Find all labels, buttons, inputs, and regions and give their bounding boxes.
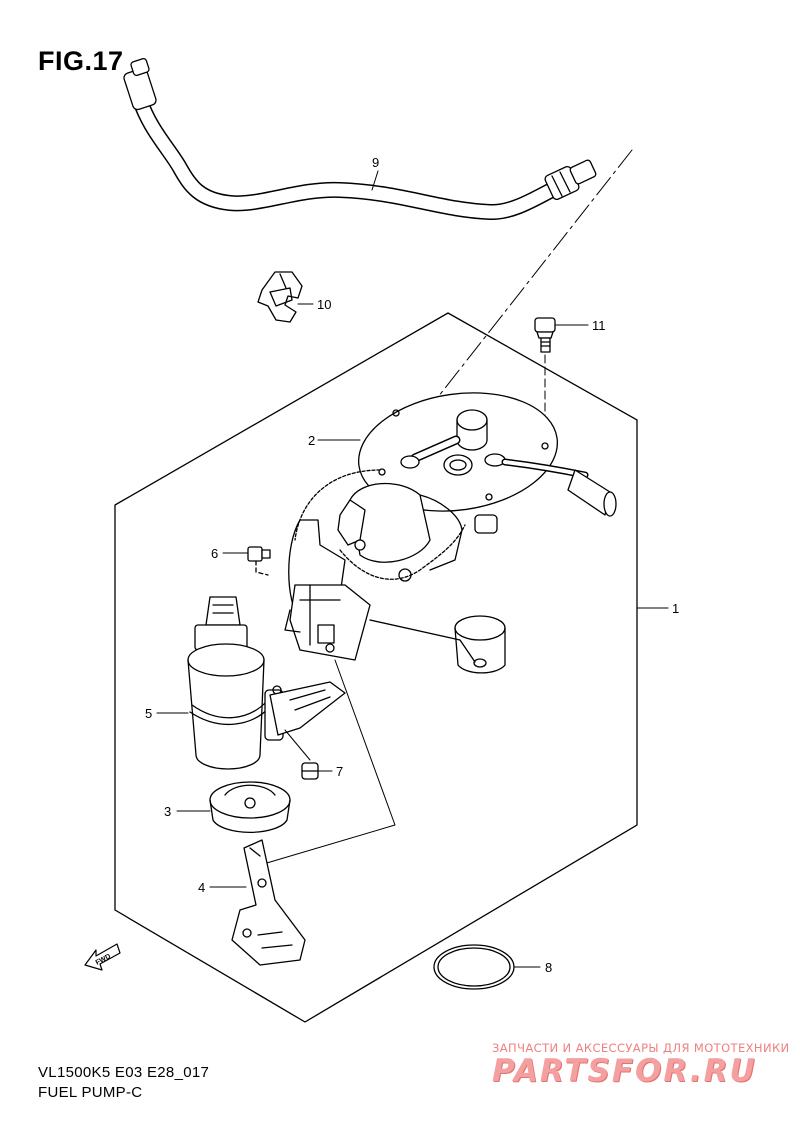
screw-7 xyxy=(301,762,319,780)
pump-strainer-plate xyxy=(269,681,346,736)
flange-screw xyxy=(534,317,556,431)
callout-leaders xyxy=(156,170,669,968)
callout-6: 6 xyxy=(211,546,218,561)
watermark-logo: PARTSFOR.RU xyxy=(492,1053,757,1089)
leader-bracket xyxy=(259,659,396,866)
callout-9: 9 xyxy=(372,155,379,170)
fuel-pump-motor xyxy=(187,596,284,770)
assembly-frame xyxy=(114,312,638,1023)
section-name: FUEL PUMP-C xyxy=(38,1084,143,1101)
watermark-tagline: ЗАПЧАСТИ И АКСЕССУАРЫ ДЛЯ МОТОТЕХНИКИ xyxy=(492,1041,790,1055)
figure-title: FIG.17 xyxy=(38,46,124,76)
callout-11: 11 xyxy=(592,318,606,333)
pump-cushion xyxy=(209,781,291,834)
callout-2: 2 xyxy=(308,433,315,448)
pump-bracket xyxy=(284,584,371,661)
callout-5: 5 xyxy=(145,706,152,721)
fuel-hose xyxy=(123,58,597,220)
callout-8: 8 xyxy=(545,960,552,975)
callout-4: 4 xyxy=(198,880,205,895)
callout-10: 10 xyxy=(317,297,331,312)
model-code: VL1500K5 E03 E28_017 xyxy=(38,1064,210,1081)
o-ring xyxy=(433,944,515,990)
fuel-level-float xyxy=(369,615,506,674)
callout-1: 1 xyxy=(672,601,679,616)
screw-6 xyxy=(247,546,271,576)
fwd-arrow-icon xyxy=(84,943,121,971)
callout-3: 3 xyxy=(164,804,171,819)
hose-clip xyxy=(257,271,303,323)
pump-flange-assembly xyxy=(288,392,617,621)
callout-7: 7 xyxy=(336,764,343,779)
pump-holder xyxy=(231,839,306,966)
